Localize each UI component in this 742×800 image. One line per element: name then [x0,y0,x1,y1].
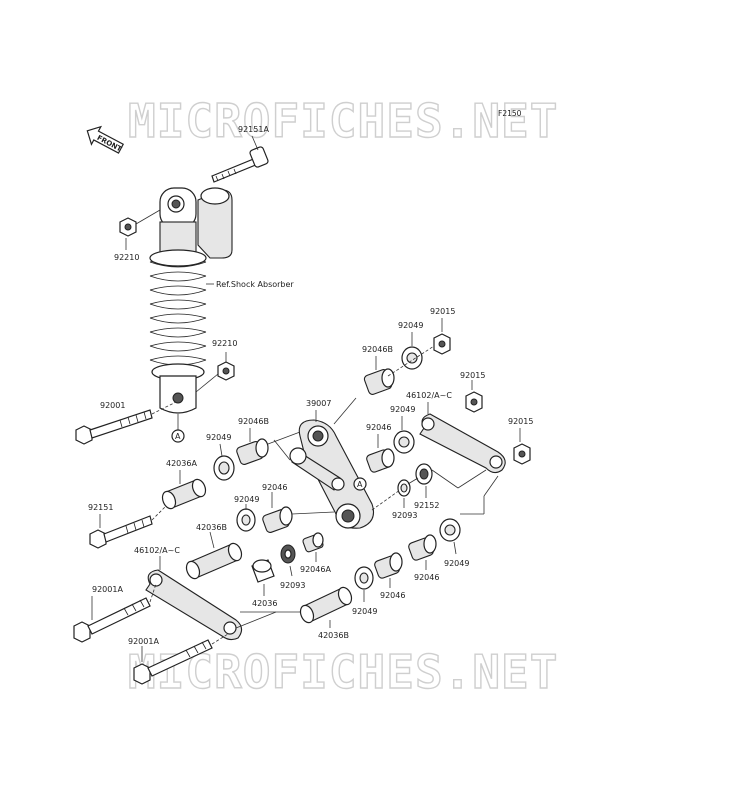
cap-right-1 [465,391,483,413]
marker-a-right: A [357,480,363,489]
label-bolt-tie-1: 92001A [92,585,123,594]
label-cap-right-1: 92015 [460,371,485,380]
seal-center [236,508,256,532]
label-bolt-left: 92151 [88,503,113,512]
seal-lower-right [439,518,461,542]
label-collar-right: 92152 [414,501,439,510]
label-bearing-small: 92046A [300,565,331,574]
seal-lower [354,566,374,590]
label-rocker-arm: 39007 [306,399,331,408]
shock-absorber [149,187,233,414]
label-seal-center: 92049 [234,495,259,504]
bolt-left [89,515,153,549]
label-bearing-center: 92046 [262,483,287,492]
reference-note: Ref.Shock Absorber [216,280,294,289]
label-ring-small: 92093 [280,581,305,590]
collar-right [415,463,433,485]
label-bearing-left: 92046B [238,417,269,426]
label-bearing-lower-right: 92046 [414,573,439,582]
label-tie-rod-left: 46102/A~C [134,546,180,555]
seal-left [213,455,235,481]
sleeve-lower [299,586,353,624]
label-cap-top: 92015 [430,307,455,316]
cap-top [433,333,451,355]
label-tie-rod-right: 46102/A~C [406,391,452,400]
label-bearing-lower: 92046 [380,591,405,600]
label-bolt-tie-2: 92001A [128,637,159,646]
shock-spring [149,257,207,366]
bearing-left [236,438,269,465]
rocker-arm [289,419,375,529]
bearing-lower-right [408,534,437,561]
label-sleeve-lower: 42036B [318,631,349,640]
label-bolt-lower-shock: 92001 [100,401,125,410]
seal-top-rocker [401,346,423,370]
label-collar-small: 42036 [252,599,277,608]
watermark-top: MICROFICHES.NET [128,94,558,148]
nut-top [119,217,137,237]
label-bearing-mid: 92046 [366,423,391,432]
collar-small [251,559,275,583]
bolt-lower-shock [75,409,153,445]
bearing-top [363,368,395,395]
bearing-mid [366,448,395,473]
cap-right-2 [513,443,531,465]
tie-rod-right [419,413,506,474]
label-bolt-top: 92151A [238,125,269,134]
marker-a-left: A [175,432,181,441]
label-cap-right-2: 92015 [508,417,533,426]
label-seal-left: 92049 [206,433,231,442]
bolt-tie-2 [133,639,213,685]
ring-small [280,544,296,564]
label-sleeve-center: 42036B [196,523,227,532]
label-ring-center: 92093 [392,511,417,520]
nut-lower [217,361,235,381]
label-bearing-top: 92046B [362,345,393,354]
tie-rod-left [145,569,243,641]
front-arrow-icon: FRONT [86,125,125,154]
bearing-center [262,506,293,533]
seal-mid [393,430,415,454]
bearing-lower [374,552,403,579]
bolt-top [211,146,269,183]
label-nut-lower: 92210 [212,339,237,348]
bolt-tie-1 [73,597,151,643]
collar-left-sleeve [161,478,207,510]
label-seal-lower-right: 92049 [444,559,469,568]
label-seal-top: 92049 [398,321,423,330]
sleeve-center [185,542,243,580]
label-seal-mid: 92049 [390,405,415,414]
ring-center [397,479,411,497]
bearing-small [302,532,324,553]
figure-code: F2150 [498,109,522,118]
label-seal-lower: 92049 [352,607,377,616]
label-nut-top: 92210 [114,253,139,262]
label-collar-left: 42036A [166,459,197,468]
